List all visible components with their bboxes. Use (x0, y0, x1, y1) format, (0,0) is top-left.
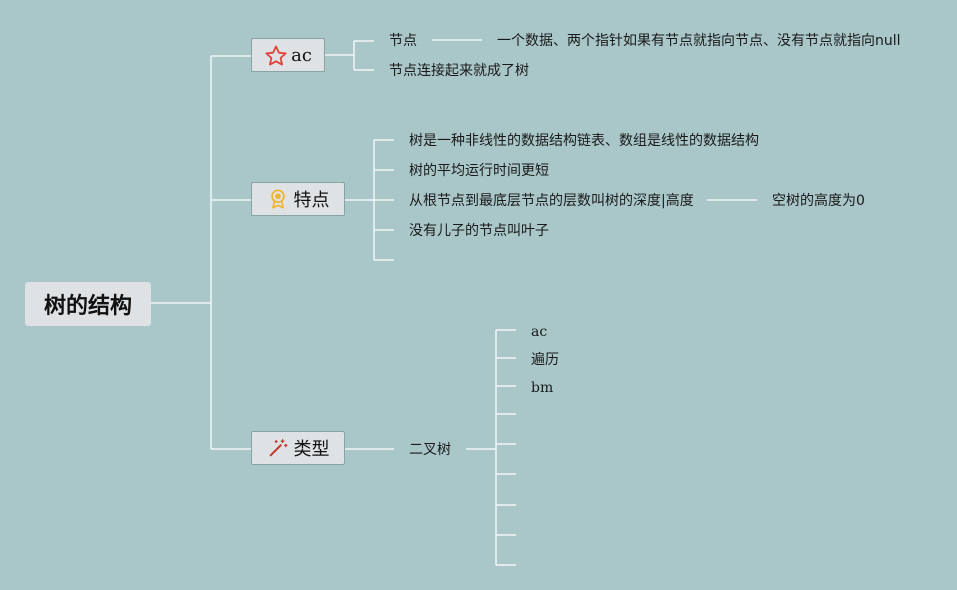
feature-nonlinear[interactable]: 树是一种非线性的数据结构链表、数组是线性的数据结构 (409, 133, 759, 149)
branch-node-types[interactable]: 类型 (251, 431, 345, 465)
depth-detail[interactable]: 空树的高度为0 (772, 193, 865, 209)
root-node[interactable]: 树的结构 (25, 282, 151, 326)
branch-label-features: 特点 (293, 190, 330, 211)
award-ribbon-icon (267, 188, 289, 210)
branch-label-ac: ac (291, 44, 312, 66)
feature-depth[interactable]: 从根节点到最底层节点的层数叫树的深度|高度 (409, 193, 694, 209)
root-label: 树的结构 (43, 294, 132, 319)
feature-leaf[interactable]: 没有儿子的节点叫叶子 (409, 223, 549, 239)
magic-wand-icon (267, 437, 289, 459)
binary-tree-child-traversal[interactable]: 遍历 (531, 352, 559, 368)
ac-child-tree[interactable]: 节点连接起来就成了树 (389, 63, 529, 79)
branch-node-features[interactable]: 特点 (251, 182, 345, 216)
feature-runtime[interactable]: 树的平均运行时间更短 (409, 163, 549, 179)
ac-child-node[interactable]: 节点 (389, 33, 417, 49)
branch-node-ac[interactable]: ac (251, 38, 325, 72)
branch-label-types: 类型 (293, 439, 330, 460)
node-detail[interactable]: 一个数据、两个指针如果有节点就指向节点、没有节点就指向null (497, 33, 901, 49)
binary-tree-child-bm[interactable]: bm (531, 380, 554, 396)
binary-tree-child-ac[interactable]: ac (531, 324, 548, 340)
type-binary-tree[interactable]: 二叉树 (409, 442, 451, 458)
star-icon (264, 44, 287, 66)
